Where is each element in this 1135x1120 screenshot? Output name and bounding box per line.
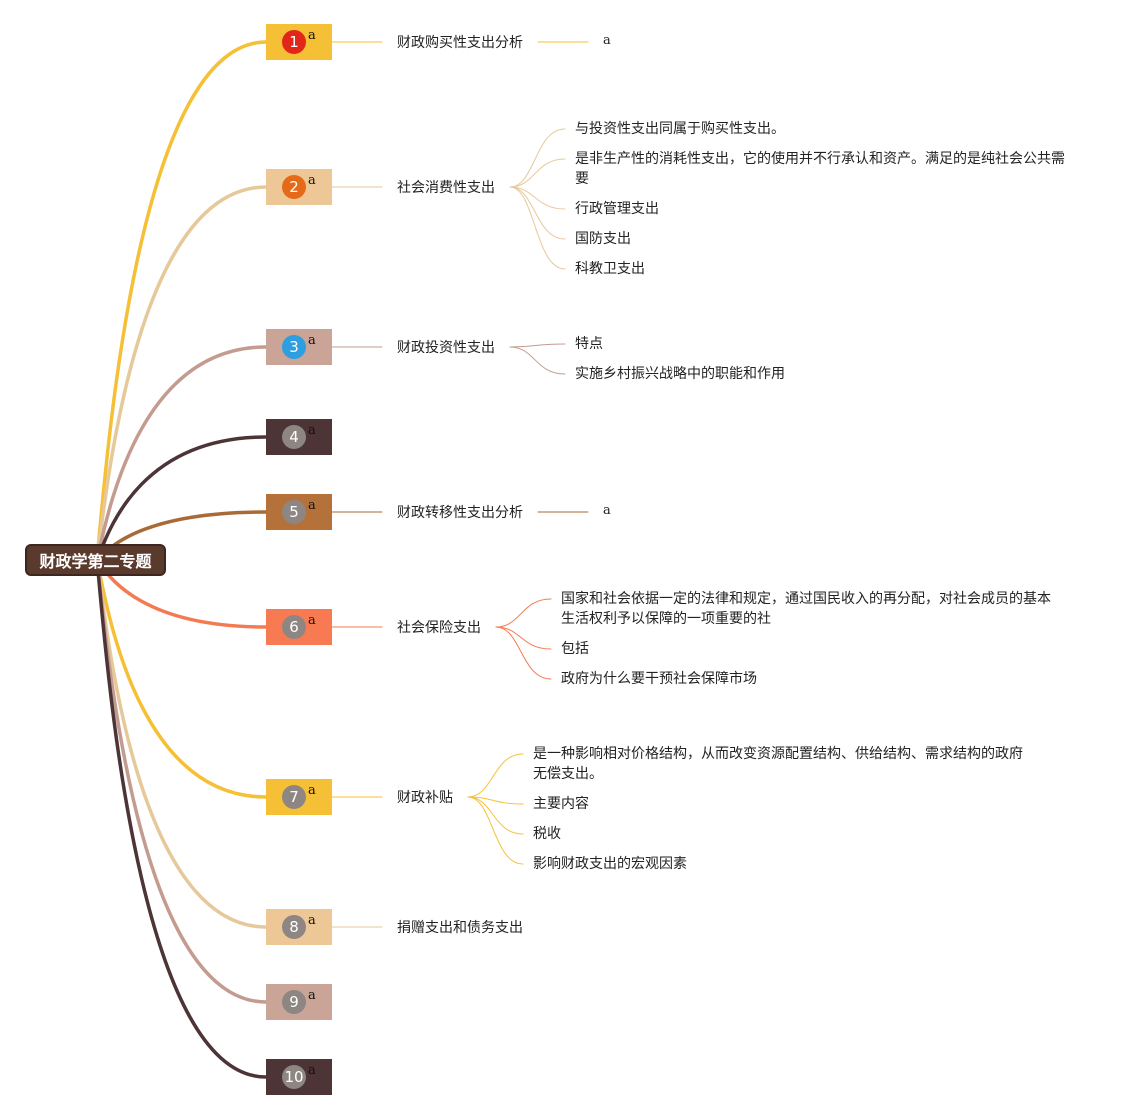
leaf-topic-3-2[interactable]: 实施乡村振兴战略中的职能和作用 bbox=[575, 366, 785, 382]
branch-topic-5[interactable]: 财政转移性支出分析 bbox=[397, 505, 523, 521]
leaf-connector-6-1 bbox=[495, 598, 552, 628]
leaf-topic-2-2[interactable]: 是非生产性的消耗性支出，它的使用并不行承认和资产。满足的是纯社会公共需要 bbox=[575, 151, 1065, 187]
leaf-connector-2-2 bbox=[509, 158, 566, 188]
leaf-topic-6-1[interactable]: 国家和社会依据一定的法律和规定，通过国民收入的再分配，对社会成员的基本生活权利予… bbox=[561, 591, 1051, 627]
branch-topic-7[interactable]: 财政补贴 bbox=[397, 790, 453, 806]
leaf-connector-2-3 bbox=[509, 186, 566, 210]
leaf-connector-2-1 bbox=[509, 128, 566, 188]
topic-number-badge: 6 bbox=[282, 615, 306, 639]
leaf-connector-6-3 bbox=[495, 626, 552, 680]
leaf-topic-6-2[interactable]: 包括 bbox=[561, 641, 589, 657]
leaf-connector-6-2 bbox=[495, 626, 552, 650]
leaf-topic-7-2[interactable]: 主要内容 bbox=[533, 796, 589, 812]
topic-number-badge: 9 bbox=[282, 990, 306, 1014]
branch-topic-8[interactable]: 捐赠支出和债务支出 bbox=[397, 920, 523, 936]
topic-number-badge: 8 bbox=[282, 915, 306, 939]
topic-number-badge: 1 bbox=[282, 30, 306, 54]
leaf-topic-2-3[interactable]: 行政管理支出 bbox=[575, 201, 659, 217]
main-connector-2 bbox=[95, 185, 268, 562]
topic-box-label: a bbox=[308, 913, 316, 928]
leaf-connector-7-1 bbox=[467, 753, 524, 798]
topic-box-label: a bbox=[308, 498, 316, 513]
leaf-topic-2-5[interactable]: 科教卫支出 bbox=[575, 261, 645, 277]
leaf-connector-7-4 bbox=[467, 796, 524, 865]
topic-box-label: a bbox=[308, 333, 316, 348]
branch-topic-6[interactable]: 社会保险支出 bbox=[397, 620, 481, 636]
topic-box-label: a bbox=[308, 783, 316, 798]
leaf-topic-6-3[interactable]: 政府为什么要干预社会保障市场 bbox=[561, 671, 757, 687]
branch-topic-1[interactable]: 财政购买性支出分析 bbox=[397, 35, 523, 51]
main-connector-10 bbox=[95, 558, 268, 1079]
topic-number-badge: 2 bbox=[282, 175, 306, 199]
main-connector-3 bbox=[95, 345, 268, 562]
tail-label-5[interactable]: a bbox=[603, 503, 611, 518]
topic-box-label: a bbox=[308, 423, 316, 438]
topic-number-badge: 10 bbox=[282, 1065, 306, 1089]
topic-box-label: a bbox=[308, 1063, 316, 1078]
topic-number-badge: 7 bbox=[282, 785, 306, 809]
leaf-topic-3-1[interactable]: 特点 bbox=[575, 336, 603, 352]
leaf-topic-7-4[interactable]: 影响财政支出的宏观因素 bbox=[533, 856, 687, 872]
topic-box-label: a bbox=[308, 613, 316, 628]
leaf-topic-2-1[interactable]: 与投资性支出同属于购买性支出。 bbox=[575, 121, 785, 137]
leaf-topic-7-3[interactable]: 税收 bbox=[533, 826, 561, 842]
main-connector-1 bbox=[95, 40, 268, 562]
leaf-connector-3-2 bbox=[509, 346, 566, 375]
topic-box-label: a bbox=[308, 173, 316, 188]
root-topic[interactable]: 财政学第二专题 bbox=[25, 544, 166, 576]
topic-box-label: a bbox=[308, 28, 316, 43]
topic-number-badge: 3 bbox=[282, 335, 306, 359]
leaf-connector-2-5 bbox=[509, 186, 566, 270]
main-connector-7 bbox=[95, 558, 268, 799]
leaf-topic-7-1[interactable]: 是一种影响相对价格结构，从而改变资源配置结构、供给结构、需求结构的政府无偿支出。 bbox=[533, 746, 1023, 782]
leaf-topic-2-4[interactable]: 国防支出 bbox=[575, 231, 631, 247]
tail-label-1[interactable]: a bbox=[603, 33, 611, 48]
topic-number-badge: 5 bbox=[282, 500, 306, 524]
topic-number-badge: 4 bbox=[282, 425, 306, 449]
topic-box-label: a bbox=[308, 988, 316, 1003]
leaf-connector-2-4 bbox=[509, 186, 566, 240]
branch-topic-2[interactable]: 社会消费性支出 bbox=[397, 180, 495, 196]
branch-topic-3[interactable]: 财政投资性支出 bbox=[397, 340, 495, 356]
leaf-connector-7-3 bbox=[467, 796, 524, 835]
leaf-connector-3-1 bbox=[509, 343, 566, 348]
